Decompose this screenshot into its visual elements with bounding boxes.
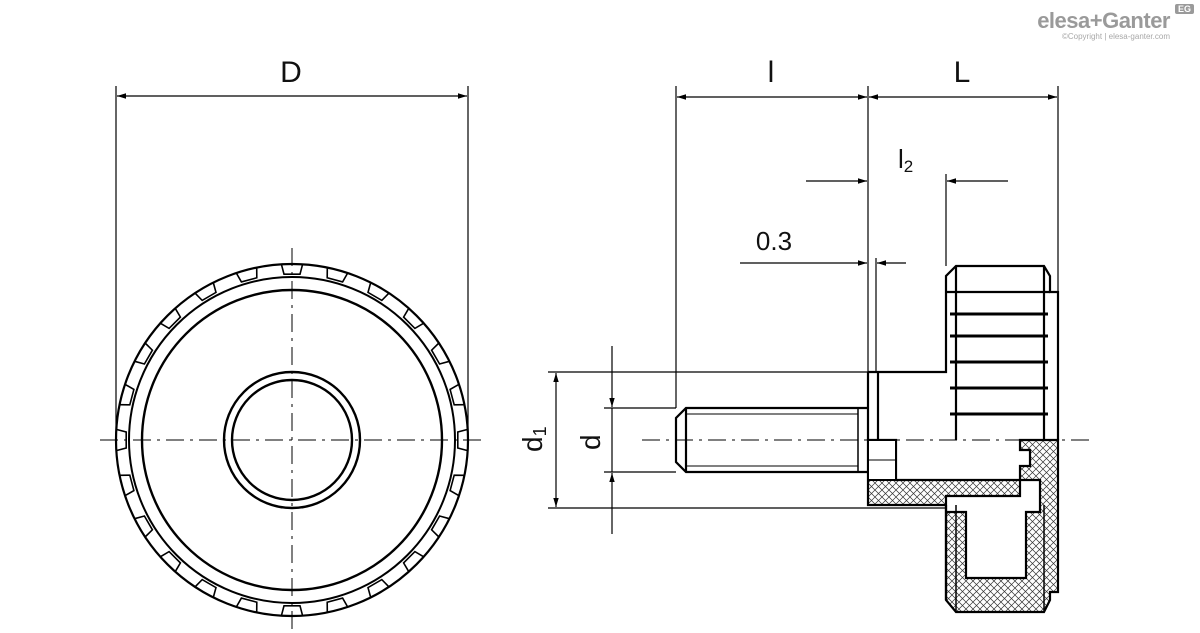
knurl-notch (326, 597, 349, 613)
knurl-notch (194, 282, 217, 302)
label-L: L (954, 56, 971, 89)
stud-outline (674, 406, 868, 474)
dimension-l2 (806, 174, 1008, 266)
knurl-notch (280, 605, 304, 616)
dimension-d1-d (548, 346, 946, 534)
knurl-notch (119, 383, 135, 406)
knurl-notch (367, 578, 390, 598)
knurl-notch (402, 307, 425, 330)
brand-logo: elesa+Ganter ©Copyright | elesa-ganter.c… (1037, 4, 1194, 41)
knurl-notch (134, 342, 154, 365)
knurl-notch (134, 515, 154, 538)
knob-section-hatched (866, 438, 1060, 614)
knurl-notch (235, 267, 258, 283)
knurl-notch (119, 474, 135, 497)
knurl-notches (116, 264, 468, 616)
dimension-D (115, 86, 469, 440)
knurl-notch (159, 550, 182, 573)
front-view (100, 248, 486, 632)
knurl-notch (235, 597, 258, 613)
knurl-notch (402, 550, 425, 573)
knurl-notch (367, 282, 390, 302)
knurl-notch (457, 428, 468, 452)
brand-badge: EG (1174, 4, 1194, 14)
dimension-offset (740, 258, 906, 372)
knurl-notch (449, 474, 465, 497)
knurl-notch (194, 578, 217, 598)
label-d1: d1 (517, 426, 550, 452)
brand-copyright: ©Copyright | elesa-ganter.com (1061, 32, 1170, 41)
knurl-notch (449, 383, 465, 406)
dimension-l-L (675, 86, 1059, 408)
brand-name: elesa+Ganter (1037, 8, 1170, 33)
label-l2: l2 (898, 144, 913, 176)
label-d: d (575, 434, 606, 450)
side-view (642, 264, 1092, 614)
label-D: D (280, 56, 302, 89)
knurl-notch (430, 342, 450, 365)
knurl-notch (430, 515, 450, 538)
knurl-notch (326, 267, 349, 283)
label-l: l (768, 56, 775, 89)
knurl-notch (159, 307, 182, 330)
label-offset: 0.3 (756, 226, 792, 256)
